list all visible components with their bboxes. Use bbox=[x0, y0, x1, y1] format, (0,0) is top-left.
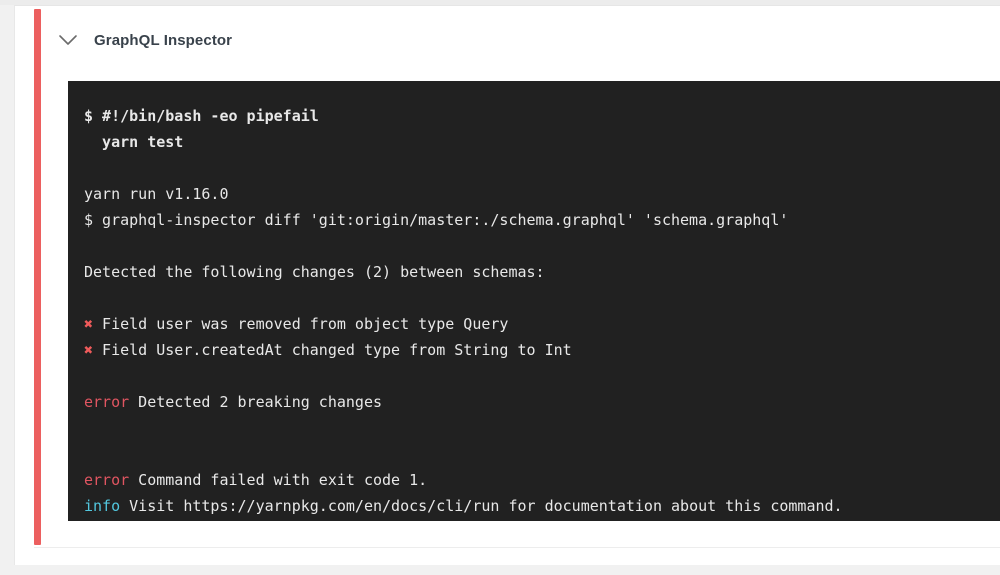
terminal-token-error: error bbox=[84, 471, 130, 489]
terminal-token-plain: Command failed with exit code 1. bbox=[129, 471, 428, 489]
terminal-log[interactable]: $ #!/bin/bash -eo pipefail yarn test yar… bbox=[68, 81, 1000, 521]
terminal-token-plain bbox=[84, 445, 93, 463]
terminal-line: Detected the following changes (2) betwe… bbox=[84, 259, 1000, 285]
terminal-line bbox=[84, 363, 1000, 389]
terminal-line: yarn test bbox=[84, 129, 1000, 155]
terminal-token-plain bbox=[84, 367, 93, 385]
terminal-token-plain bbox=[84, 237, 93, 255]
job-divider bbox=[34, 547, 1000, 548]
job-title: GraphQL Inspector bbox=[94, 31, 233, 49]
job-status-bar bbox=[34, 9, 41, 545]
terminal-line bbox=[84, 415, 1000, 441]
terminal-token-cross: ✖ bbox=[84, 341, 94, 359]
terminal-line: $ #!/bin/bash -eo pipefail bbox=[84, 103, 1000, 129]
terminal-lines: $ #!/bin/bash -eo pipefail yarn test yar… bbox=[84, 103, 1000, 521]
terminal-line bbox=[84, 155, 1000, 181]
terminal-token-plain: Field user was removed from object type … bbox=[93, 315, 509, 333]
terminal-token-plain bbox=[84, 159, 93, 177]
terminal-token-info: info bbox=[84, 497, 121, 515]
terminal-token-plain: Detected 2 breaking changes bbox=[129, 393, 383, 411]
terminal-line: error Detected 2 breaking changes bbox=[84, 389, 1000, 415]
chevron-down-icon[interactable] bbox=[55, 27, 81, 53]
terminal-line bbox=[84, 233, 1000, 259]
page-top-strip bbox=[0, 0, 1000, 5]
job-header[interactable]: GraphQL Inspector bbox=[55, 20, 232, 60]
terminal-token-plain bbox=[84, 289, 93, 307]
job-card: GraphQL Inspector $ #!/bin/bash -eo pipe… bbox=[14, 5, 1000, 566]
terminal-line: error Command failed with exit code 1. bbox=[84, 467, 1000, 493]
terminal-token-plain: Visit https://yarnpkg.com/en/docs/cli/ru… bbox=[120, 497, 843, 515]
terminal-line: Exited with code 1 bbox=[84, 519, 1000, 521]
terminal-line: yarn run v1.16.0 bbox=[84, 181, 1000, 207]
terminal-token-plain: yarn test bbox=[84, 133, 184, 151]
terminal-token-cross: ✖ bbox=[84, 315, 94, 333]
terminal-token-plain: $ #!/bin/bash -eo pipefail bbox=[84, 107, 319, 125]
terminal-line: info Visit https://yarnpkg.com/en/docs/c… bbox=[84, 493, 1000, 519]
terminal-line bbox=[84, 285, 1000, 311]
terminal-token-plain: Field User.createdAt changed type from S… bbox=[93, 341, 572, 359]
terminal-token-error: error bbox=[84, 393, 130, 411]
terminal-token-plain: Detected the following changes (2) betwe… bbox=[84, 263, 545, 281]
terminal-token-plain bbox=[84, 419, 93, 437]
terminal-line: ✖ Field user was removed from object typ… bbox=[84, 311, 1000, 337]
terminal-line: ✖ Field User.createdAt changed type from… bbox=[84, 337, 1000, 363]
terminal-token-plain: $ graphql-inspector diff 'git:origin/mas… bbox=[84, 211, 789, 229]
job-footer bbox=[15, 548, 1000, 566]
page-bottom-shade bbox=[0, 565, 1000, 575]
terminal-line: $ graphql-inspector diff 'git:origin/mas… bbox=[84, 207, 1000, 233]
terminal-token-plain: yarn run v1.16.0 bbox=[84, 185, 229, 203]
terminal-line bbox=[84, 441, 1000, 467]
